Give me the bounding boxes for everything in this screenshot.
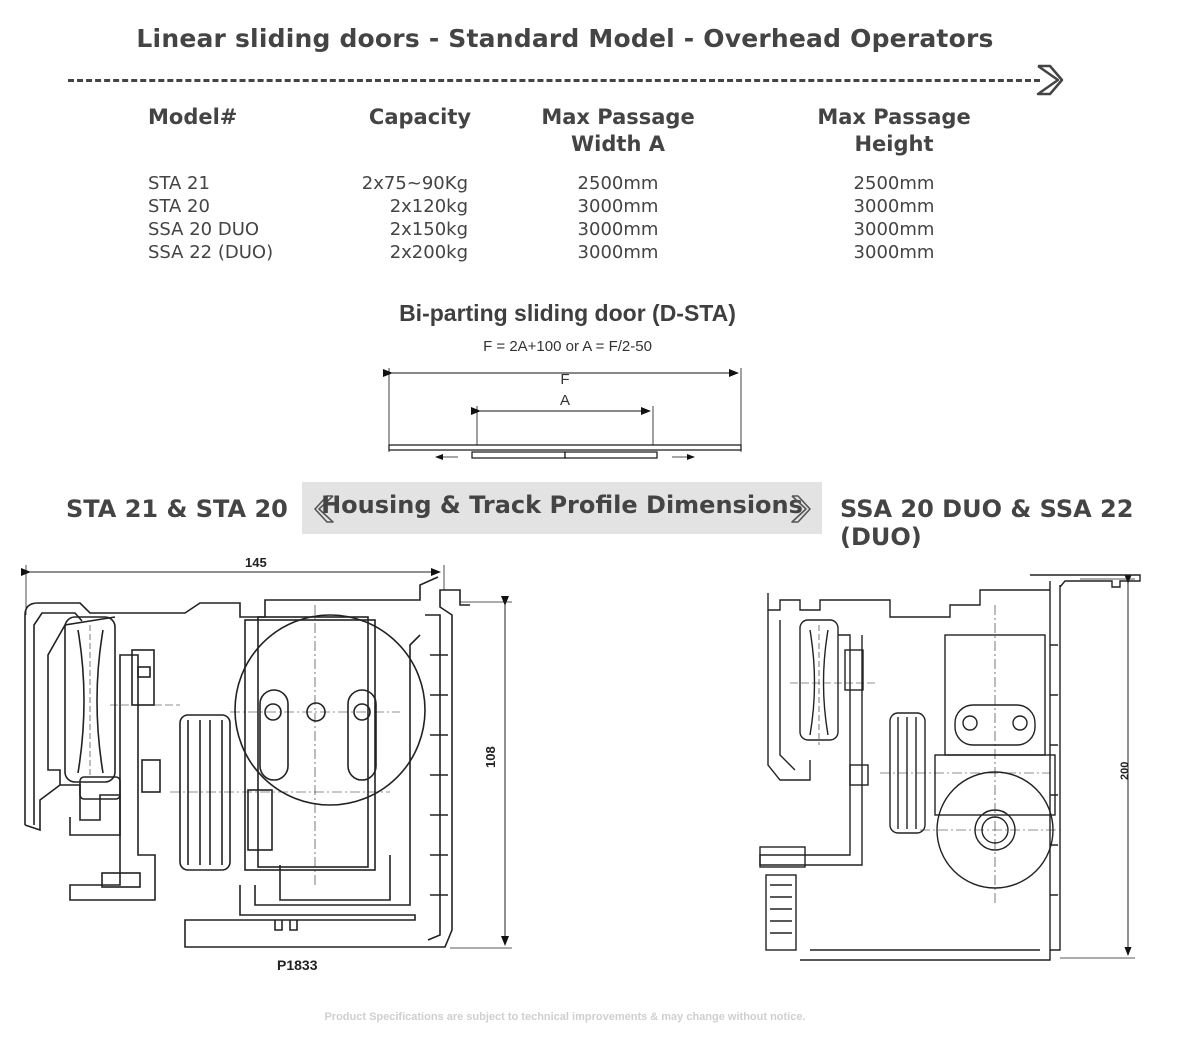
table-cell-height: 3000mm [853, 196, 935, 217]
table-cell-capacity: 2x75~90Kg [361, 173, 468, 194]
table-cell-capacity: 2x200kg [389, 242, 468, 263]
table-cell-capacity: 2x150kg [389, 219, 468, 240]
col-header-height-line2: Height [854, 132, 934, 156]
left-width-dimension: 145 [245, 555, 267, 570]
chevron-right-icon [1036, 64, 1064, 96]
dim-f-label: F [560, 371, 570, 388]
right-profile-drawing [759, 574, 1141, 961]
table-cell-height: 2500mm [853, 173, 935, 194]
table-cell-model: STA 21 [148, 173, 210, 194]
left-part-number: P1833 [277, 957, 318, 973]
table-cell-capacity: 2x120kg [389, 196, 468, 217]
page-title: Linear sliding doors - Standard Model - … [136, 24, 994, 53]
door-track [388, 444, 742, 451]
table-cell-width: 3000mm [577, 242, 659, 263]
dashed-divider [68, 79, 1040, 82]
section-banner-title: Housing & Track Profile Dimensions [321, 491, 803, 519]
door-leaf-right [564, 451, 658, 459]
left-profile-label: STA 21 & STA 20 [66, 495, 288, 523]
col-header-height-line1: Max Passage [817, 105, 971, 129]
chevron-left-icon [314, 495, 334, 523]
left-profile-drawing [21, 565, 512, 949]
section-banner [302, 482, 822, 534]
col-header-width-line2: Width A [571, 132, 665, 156]
right-height-dimension: 200 [1119, 761, 1131, 780]
table-cell-width: 2500mm [577, 173, 659, 194]
biparting-door-diagram [383, 368, 742, 460]
col-header-capacity: Capacity [368, 105, 472, 129]
col-header-width-line1: Max Passage [541, 105, 695, 129]
biparting-title: Bi-parting sliding door (D-STA) [399, 300, 736, 326]
table-cell-height: 3000mm [853, 219, 935, 240]
dim-a-label: A [559, 392, 570, 409]
biparting-formula: F = 2A+100 or A = F/2-50 [483, 338, 652, 355]
door-leaf-left [471, 451, 566, 459]
footer-disclaimer: Product Specifications are subject to te… [324, 1011, 806, 1023]
chevron-right-icon [791, 495, 811, 523]
table-cell-width: 3000mm [577, 219, 659, 240]
table-cell-model: SSA 22 (DUO) [148, 242, 274, 263]
table-cell-height: 3000mm [853, 242, 935, 263]
table-cell-width: 3000mm [577, 196, 659, 217]
table-cell-model: SSA 20 DUO [148, 219, 260, 240]
table-cell-model: STA 20 [148, 196, 210, 217]
right-profile-label: SSA 20 DUO & SSA 22 (DUO) [840, 495, 1134, 551]
left-height-dimension: 108 [483, 746, 498, 768]
col-header-model: Model# [148, 105, 238, 129]
